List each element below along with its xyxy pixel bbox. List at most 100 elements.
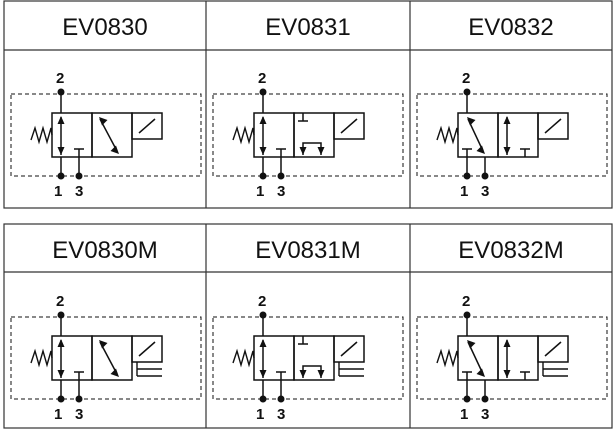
port-3-dot [277,172,285,180]
valve-box-left [253,335,295,381]
flow-loop [302,142,322,155]
port-1-label: 1 [54,183,62,200]
solenoid-box [333,335,365,363]
flow-arrow-down [317,147,325,155]
model-title: EV0831M [255,237,360,264]
spring-symbol [436,125,459,145]
flow-arrow-up [57,339,65,347]
solenoid-box [131,335,163,363]
port-2-dot [57,311,65,319]
solenoid-coil-line [544,341,562,357]
port-2-label: 2 [258,293,266,310]
flow-arrow-up [259,339,267,347]
valve-box-left [51,335,93,381]
flow-arrow-down [503,370,511,378]
valve-box-right [497,335,539,381]
enclosure-dashed [10,93,202,177]
port-1-label: 1 [54,406,62,423]
enclosure-dashed [10,316,202,400]
spring-symbol [232,348,255,368]
port-2-label: 2 [462,70,470,87]
table-frame [3,223,613,429]
solenoid-coil-line [340,341,358,357]
solenoid-coil-line [340,118,358,134]
port-3-label: 3 [481,183,489,200]
enclosure-dashed [212,93,404,177]
flow-arrow-up [259,116,267,124]
spring-symbol [436,348,459,368]
flow-arrow-down [503,147,511,155]
table-frame [3,0,613,209]
valve-box-right [293,112,335,158]
spring-symbol [30,125,53,145]
enclosure-dashed [212,316,404,400]
port-2-label: 2 [56,293,64,310]
port-1-dot [57,172,65,180]
flow-arrow-down [317,370,325,378]
model-title: EV0830 [62,14,147,41]
port-3-dot [481,395,489,403]
port-1-label: 1 [460,406,468,423]
spring-symbol [232,125,255,145]
valve-box-right [497,112,539,158]
solenoid-box [537,335,569,363]
port-2-label: 2 [56,70,64,87]
flow-arrow-diag [467,117,476,126]
flow-arrow-diag [467,340,476,349]
port-2-dot [259,311,267,319]
model-title: EV0830M [52,237,157,264]
port-2-label: 2 [258,70,266,87]
port-3-dot [75,172,83,180]
flow-arrow-down [259,147,267,155]
flow-arrow-diag [110,368,119,377]
port-1-dot [463,395,471,403]
flow-arrow-diag [99,117,108,126]
model-title: EV0832M [458,237,563,264]
solenoid-coil-line [138,118,156,134]
flow-arrow-diag [476,368,485,377]
valve-box-right [293,335,335,381]
port-1-label: 1 [460,183,468,200]
port-3-label: 3 [277,406,285,423]
port-2-dot [57,88,65,96]
flow-arrow-down [259,370,267,378]
port-2-label: 2 [462,293,470,310]
flow-arrow-diag [476,145,485,154]
solenoid-box [131,112,163,140]
port-1-label: 1 [256,406,264,423]
flow-arrow-up [503,116,511,124]
solenoid-box [333,112,365,140]
port-3-dot [481,172,489,180]
port-2-dot [463,311,471,319]
port-3-dot [75,395,83,403]
flow-arrow-down [299,370,307,378]
port-3-dot [277,395,285,403]
flow-arrow-up [57,116,65,124]
port-3-label: 3 [75,406,83,423]
flow-loop [302,365,322,378]
port-1-dot [463,172,471,180]
flow-arrow-down [57,147,65,155]
port-3-label: 3 [277,183,285,200]
flow-arrow-down [57,370,65,378]
enclosure-dashed [416,93,608,177]
enclosure-dashed [416,316,608,400]
flow-arrow-down [299,147,307,155]
solenoid-coil-line [138,341,156,357]
solenoid-box [537,112,569,140]
solenoid-coil-line [544,118,562,134]
flow-arrow-up [503,339,511,347]
spring-symbol [30,348,53,368]
flow-arrow-diag [110,145,119,154]
port-1-dot [259,395,267,403]
flow-arrow-diag [99,340,108,349]
model-title: EV0831 [265,14,350,41]
